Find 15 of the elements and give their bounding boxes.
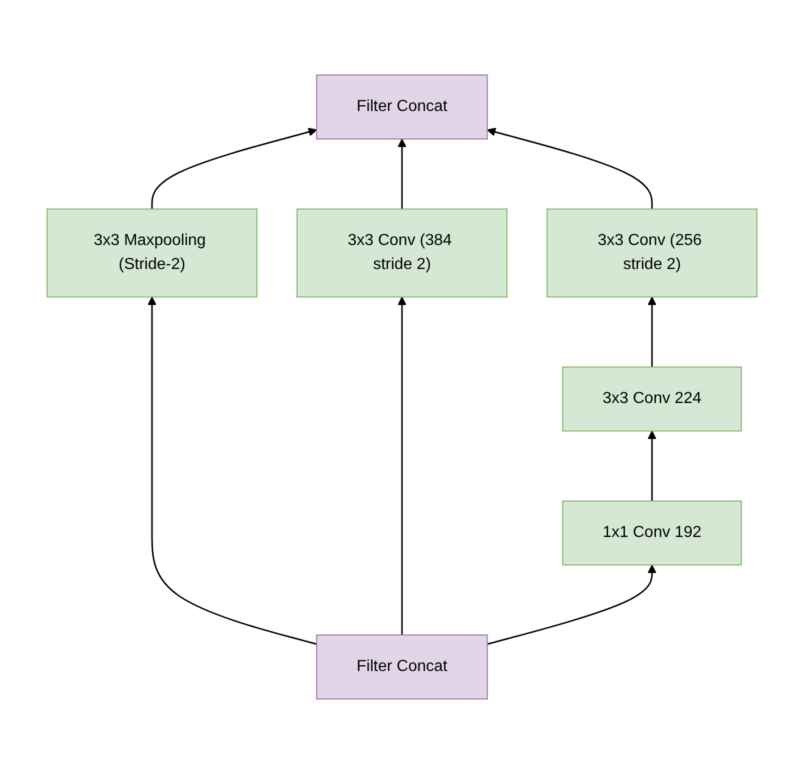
arrow	[151, 127, 318, 208]
node-box: 1x1 Conv 192	[562, 500, 742, 565]
node-box: Filter Concat	[316, 634, 488, 699]
node-box: 3x3 Conv 224	[562, 366, 742, 431]
node-box: 3x3 Conv (256 stride 2)	[546, 208, 758, 297]
arrow	[398, 138, 406, 208]
arrow	[398, 296, 406, 634]
node-box: 3x3 Conv (384 stride 2)	[296, 208, 508, 297]
node-box: Filter Concat	[316, 74, 488, 139]
arrow	[486, 127, 653, 208]
arrow	[148, 296, 317, 644]
arrow	[648, 296, 656, 366]
arrow	[487, 564, 656, 644]
node-box: 3x3 Maxpooling (Stride-2)	[46, 208, 258, 297]
arrow	[648, 430, 656, 500]
